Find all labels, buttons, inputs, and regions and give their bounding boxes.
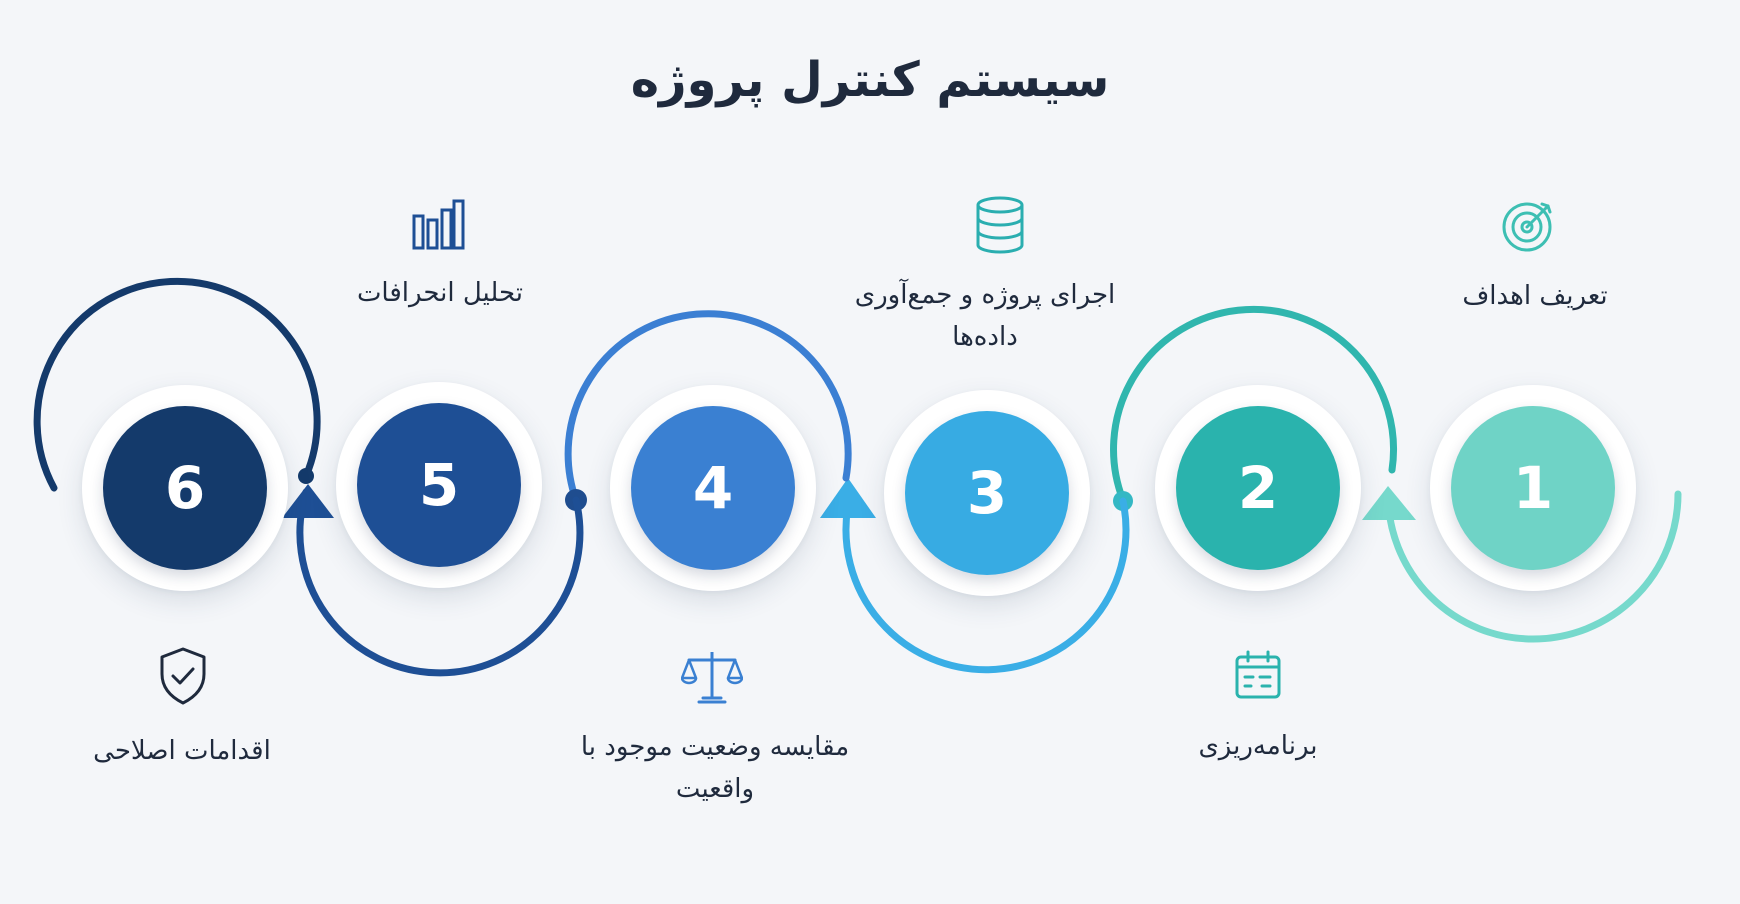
- shield-check-icon: [160, 647, 206, 705]
- step-5-disc: 5: [357, 403, 521, 567]
- target-icon: [1502, 202, 1552, 252]
- step-4-circle: 4: [610, 385, 816, 591]
- step-1-label: تعریف اهداف: [1462, 281, 1608, 311]
- arrow-1: [1362, 486, 1416, 520]
- database-icon: [976, 196, 1024, 254]
- bar-chart-icon: [412, 199, 465, 250]
- page-title: سیستم کنترل پروژه: [630, 52, 1110, 108]
- step-4-label: مقایسه وضعیت موجود با واقعیت: [580, 732, 850, 804]
- arc-1: [1384, 490, 1682, 643]
- step-3-number: 3: [966, 459, 1008, 527]
- step-3-circle: 3: [884, 390, 1090, 596]
- arc-3: [842, 497, 1130, 674]
- step-6-circle: 6: [82, 385, 288, 591]
- step-4-disc: 4: [631, 406, 795, 570]
- step-5-number: 5: [418, 451, 460, 519]
- step-3-disc: 3: [905, 411, 1069, 575]
- arrow-5: [282, 484, 334, 518]
- step-1-circle: 1: [1430, 385, 1636, 591]
- step-2-label: برنامه‌ریزی: [1198, 731, 1318, 761]
- step-2-disc: 2: [1176, 406, 1340, 570]
- step-6-number: 6: [164, 454, 206, 522]
- step-2-number: 2: [1237, 454, 1279, 522]
- step-6-label: اقدامات اصلاحی: [93, 736, 271, 766]
- arc-6: [33, 277, 321, 492]
- step-2-circle: 2: [1155, 385, 1361, 591]
- step-1-number: 1: [1512, 454, 1554, 522]
- calendar-icon: [1235, 650, 1281, 699]
- scale-icon: [681, 652, 743, 704]
- arrow-3: [820, 478, 876, 518]
- arc-2: [1110, 305, 1398, 504]
- joint-6: [298, 468, 314, 484]
- step-6-disc: 6: [103, 406, 267, 570]
- step-5-label: تحلیل انحرافات: [356, 278, 524, 308]
- step-4-number: 4: [692, 454, 734, 522]
- step-3-label: اجرای پروژه و جمع‌آوری داده‌ها: [854, 280, 1116, 352]
- step-1-disc: 1: [1451, 406, 1615, 570]
- arc-4: [564, 310, 852, 504]
- arc-5: [296, 488, 584, 677]
- step-5-circle: 5: [336, 382, 542, 588]
